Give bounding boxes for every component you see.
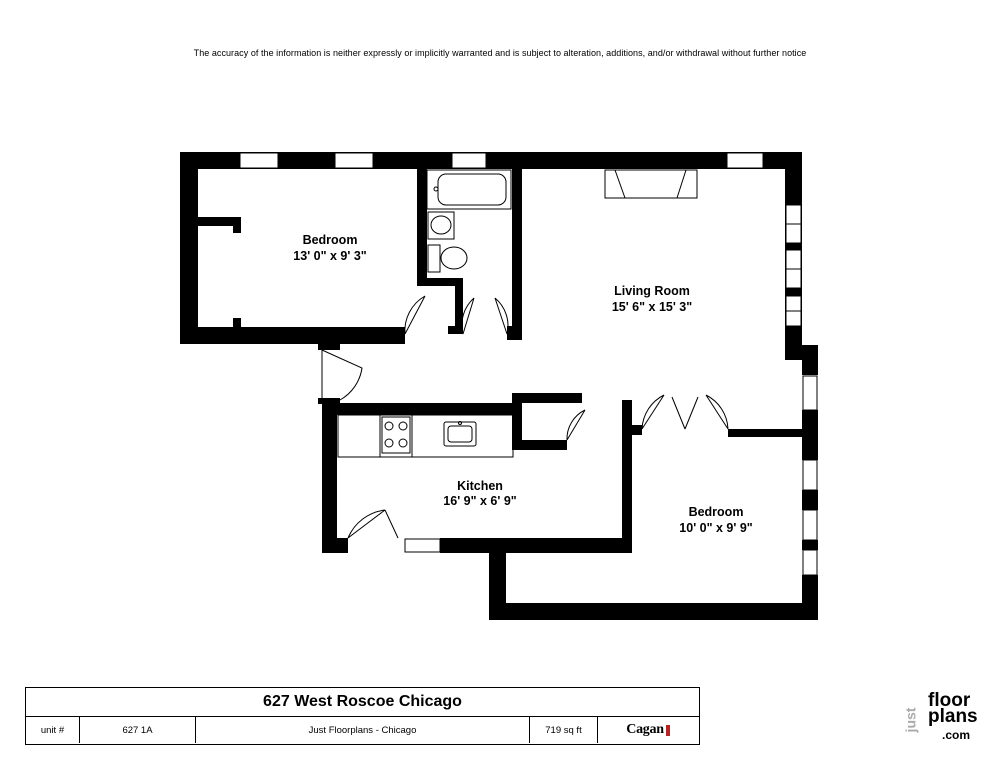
kitchen-dims: 16' 9" x 6' 9" — [443, 494, 516, 508]
bedroom2-name: Bedroom — [689, 505, 744, 519]
windows — [239, 152, 818, 576]
logo-just: just — [902, 707, 919, 733]
area: 719 sq ft — [530, 717, 598, 743]
kitchen-name: Kitchen — [457, 479, 503, 493]
info-row: unit # 627 1A Just Floorplans - Chicago … — [26, 717, 699, 743]
fixtures — [337, 169, 698, 458]
living-room-dims: 15' 6" x 15' 3" — [612, 300, 692, 314]
doors — [321, 295, 729, 539]
justfloorplans-logo: just floor plans .com — [902, 690, 978, 748]
unit-value: 627 1A — [80, 717, 196, 743]
walls — [180, 152, 818, 620]
brand-mark-icon — [665, 724, 670, 736]
logo-com: .com — [942, 728, 971, 742]
logo-floor: floor — [928, 690, 971, 711]
brand-name: Cagan — [626, 722, 664, 737]
company-name: Just Floorplans - Chicago — [196, 717, 530, 743]
bedroom1-name: Bedroom — [303, 233, 358, 247]
title-block: 627 West Roscoe Chicago unit # 627 1A Ju… — [25, 687, 700, 745]
living-room-name: Living Room — [614, 284, 690, 298]
logo-plans: plans — [928, 706, 978, 727]
unit-label: unit # — [26, 717, 80, 743]
property-address: 627 West Roscoe Chicago — [26, 688, 699, 717]
brand-logo: Cagan — [598, 717, 698, 743]
bedroom1-dims: 13' 0" x 9' 3" — [293, 249, 366, 263]
bedroom2-dims: 10' 0" x 9' 9" — [679, 521, 752, 535]
disclaimer: The accuracy of the information is neith… — [193, 48, 807, 58]
